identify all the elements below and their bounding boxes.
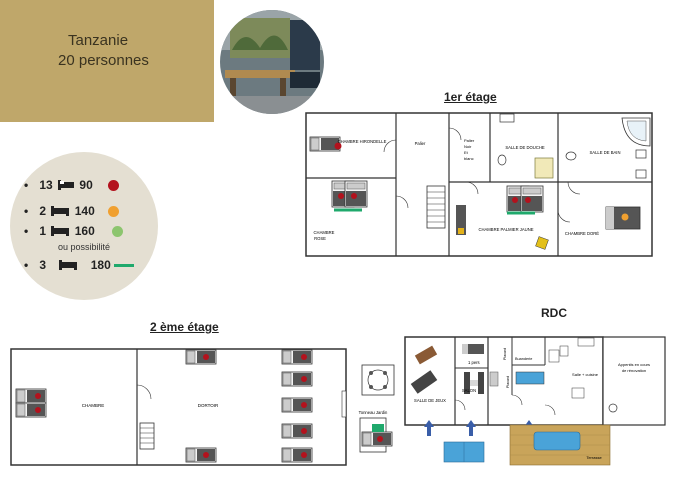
legend-row: • 3 180 — [24, 258, 134, 272]
first-floor-plan: CHAMBRE HIRONDELLE Palier Palier Noir Et… — [305, 112, 653, 257]
legend-size: 160 — [74, 224, 95, 238]
legend-row: • 1 160 — [24, 224, 123, 238]
room-label-buanderie: Buanderie — [515, 357, 532, 361]
legend-count: 13 — [39, 178, 53, 192]
room-label-salle-cuisine: Salle + cuisine — [572, 372, 599, 377]
property-name: Tanzanie — [68, 32, 129, 49]
legend-count: 2 — [39, 204, 47, 218]
legend-size: 140 — [74, 204, 95, 218]
title-box — [0, 0, 214, 122]
room-label-bain: SALLE DE BAIN — [590, 150, 621, 155]
legend-count: 3 — [39, 258, 47, 272]
capacity-label: 20 personnes — [58, 52, 149, 69]
double-bed-icon — [51, 226, 70, 236]
legend-size: 180 — [90, 258, 111, 272]
room-label-1pers: 1 pers — [468, 360, 480, 365]
room-label-dore: CHAMBRE DORÉ — [565, 231, 599, 236]
legend-dot-orange — [108, 206, 119, 217]
floor-title-first: 1er étage — [444, 90, 497, 104]
floor-title-second: 2 ème étage — [150, 320, 219, 334]
legend-note: ou possibilité — [58, 242, 111, 252]
room-label-palier-noir-4: blanc — [464, 156, 474, 161]
bed-legend-rows: • 13 90 • 2 140 • 1 160 ou possibilité •… — [24, 178, 154, 288]
room-label-douche: SALLE DE DOUCHE — [505, 145, 545, 150]
double-bed-icon — [59, 260, 78, 270]
room-label-palier-noir-3: Et — [464, 150, 469, 155]
room-label-palier-noir-1: Palier — [464, 138, 475, 143]
legend-dot-green — [112, 226, 123, 237]
room-label-appentis-1: Appentis en cours — [618, 362, 650, 367]
room-label-terrasse: Terrasse — [586, 455, 602, 460]
bed-legend — [10, 152, 158, 300]
legend-line-green — [114, 264, 134, 267]
room-label-placard-1: Placard — [503, 348, 507, 360]
room-label-dortoir: DORTOIR — [198, 403, 219, 408]
house-interior-photo — [220, 10, 324, 114]
floor-title-rdc: RDC — [541, 306, 567, 320]
room-label-palier-noir-2: Noir — [464, 144, 472, 149]
single-bed-icon — [58, 180, 75, 190]
legend-row: • 13 90 — [24, 178, 119, 192]
ground-floor-plan: Tonneau Jardin — [359, 336, 666, 466]
legend-dot-red — [108, 180, 119, 191]
room-label-chambre: CHAMBRE — [82, 403, 105, 408]
double-bed-icon — [51, 206, 70, 216]
room-label-palier: Palier — [415, 141, 426, 146]
room-label-palmier: CHAMBRE PALMIER JAUNE — [478, 227, 533, 232]
room-label-placard-2: Placard — [506, 376, 510, 388]
legend-row: • 2 140 — [24, 204, 119, 218]
room-label-salon: SALON — [462, 388, 476, 393]
legend-size: 90 — [79, 178, 93, 192]
second-floor-plan: CHAMBRE DORTOIR — [10, 348, 347, 466]
room-label-hirondelle: CHAMBRE HIRONDELLE — [338, 139, 387, 144]
room-label-salle-jeux: SALLE DE JEUX — [414, 398, 446, 403]
room-label-rose-1: CHAMBRE — [314, 230, 335, 235]
room-label-rose-2: ROSE — [314, 236, 326, 241]
room-label-tonneau: Tonneau Jardin — [359, 410, 388, 415]
legend-count: 1 — [39, 224, 47, 238]
room-label-appentis-2: de rénovation — [622, 368, 646, 373]
